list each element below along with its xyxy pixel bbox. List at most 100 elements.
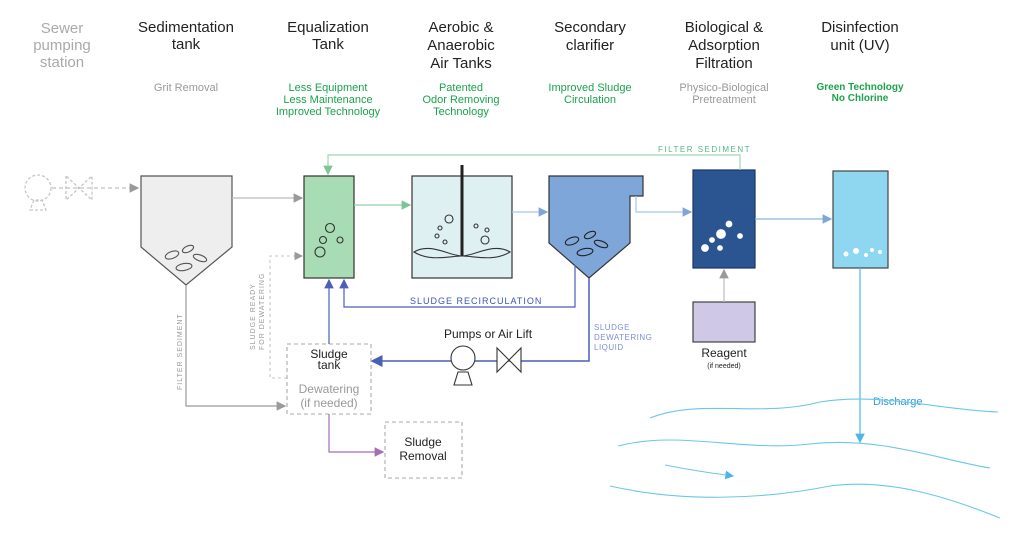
stage-title-line: station — [40, 54, 84, 71]
pump-icon — [450, 345, 476, 386]
stage-subtitle: Less Equipment — [289, 82, 368, 94]
stage-subtitle: Odor Removing — [422, 94, 499, 106]
svg-text:Odor Removing: Odor Removing — [422, 94, 499, 106]
svg-text:clarifier: clarifier — [566, 37, 614, 54]
valve-icon — [496, 346, 522, 374]
sludge-dewatering-label: DEWATERING — [594, 333, 652, 342]
stage-subtitle: Technology — [433, 106, 489, 118]
stage-header-equalization: Equalization Tank Less Equipment Less Ma… — [276, 19, 381, 118]
stage-header-secondary: Secondary clarifier Improved Sludge Circ… — [548, 19, 631, 106]
stage-header-biological: Biological & Adsorption Filtration Physi… — [679, 19, 768, 106]
equalization-tank — [303, 175, 355, 279]
sewer-pump-icon — [24, 174, 52, 211]
stage-subtitle: Circulation — [564, 94, 616, 106]
biological-filter — [692, 169, 756, 269]
stage-subtitle: Green Technology — [816, 82, 903, 93]
stage-title-line: Adsorption — [688, 37, 760, 54]
svg-text:Aerobic &: Aerobic & — [428, 19, 493, 36]
filter-sediment-top-line — [323, 154, 741, 176]
svg-text:unit (UV): unit (UV) — [830, 37, 889, 54]
sewer-valve-icon — [65, 174, 93, 202]
dewatering-label: (if needed) — [300, 396, 357, 410]
pumps-label: Pumps or Air Lift — [444, 327, 533, 341]
sludge-particles-icon — [564, 230, 609, 257]
stage-subtitle: Patented — [439, 82, 483, 94]
stage-title-line: Biological & — [685, 19, 763, 36]
stage-subtitle: Physico-Biological — [679, 82, 768, 94]
sludge-tank-box — [286, 343, 372, 415]
sludge-recirculation-label: SLUDGE RECIRCULATION — [410, 296, 542, 306]
stage-header-sewer: Sewer pumping station — [33, 20, 91, 71]
stage-title-line: Air Tanks — [430, 55, 491, 72]
stage-title-line: Aerobic & — [428, 19, 493, 36]
sludge-tank-label: tank — [318, 358, 342, 372]
svg-text:Adsorption: Adsorption — [688, 37, 760, 54]
filter-sediment-top-label: FILTER SEDIMENT — [658, 145, 751, 154]
sludge-removal-box — [384, 421, 463, 479]
svg-text:Technology: Technology — [433, 106, 489, 118]
stage-subtitle: Improved Technology — [276, 106, 381, 118]
svg-text:Secondary: Secondary — [554, 19, 626, 36]
svg-text:Less Equipment: Less Equipment — [289, 82, 368, 94]
reagent-note: (if needed) — [707, 363, 740, 370]
svg-text:tank: tank — [172, 36, 201, 53]
sludge-removal-label: Sludge — [404, 435, 442, 449]
svg-text:Filtration: Filtration — [695, 55, 753, 72]
receiving-water-waves — [609, 398, 1001, 519]
svg-text:Biological &: Biological & — [685, 19, 763, 36]
bubbles-icon — [843, 248, 882, 257]
bubbles-icon — [314, 222, 344, 258]
sludge-dewatering-label: LIQUID — [594, 343, 624, 352]
svg-text:Improved Technology: Improved Technology — [276, 106, 381, 118]
svg-text:Tank: Tank — [312, 36, 344, 53]
stage-title-line: tank — [172, 36, 201, 53]
svg-text:Sedimentation: Sedimentation — [138, 19, 234, 36]
stage-title-line: Tank — [312, 36, 344, 53]
svg-text:No Chlorine: No Chlorine — [832, 93, 889, 104]
stage-subtitle: No Chlorine — [832, 93, 889, 104]
svg-text:Disinfection: Disinfection — [821, 19, 899, 36]
svg-text:station: station — [40, 54, 84, 71]
sludge-dewatering-label: SLUDGE — [594, 323, 630, 332]
svg-text:Pretreatment: Pretreatment — [692, 94, 756, 106]
stage-title-line: Equalization — [287, 19, 369, 36]
discharge-label: Discharge — [873, 396, 923, 408]
dewatering-label: Dewatering — [299, 382, 360, 396]
filter-sediment-side-line — [185, 285, 287, 411]
stage-title-line: Sewer — [41, 20, 84, 37]
sludge-removal-line — [328, 414, 385, 457]
sedimentation-tank — [140, 175, 233, 286]
stage-title-line: Secondary — [554, 19, 626, 36]
sludge-recirculation-line — [339, 265, 576, 308]
svg-text:Less Maintenance: Less Maintenance — [283, 94, 372, 106]
flow-line — [635, 196, 693, 217]
reagent-label: Reagent — [701, 346, 747, 360]
svg-text:pumping: pumping — [33, 37, 91, 54]
stage-title-line: pumping — [33, 37, 91, 54]
stage-subtitle: Less Maintenance — [283, 94, 372, 106]
svg-text:Anaerobic: Anaerobic — [427, 37, 495, 54]
stage-subtitle: Improved Sludge — [548, 82, 631, 94]
stage-title-line: Anaerobic — [427, 37, 495, 54]
svg-text:Circulation: Circulation — [564, 94, 616, 106]
sludge-ready-line — [269, 251, 304, 379]
reagent-tank — [692, 301, 756, 343]
stage-subtitle: Grit Removal — [154, 82, 218, 94]
sludge-dewatering-line — [370, 278, 590, 367]
secondary-clarifier — [548, 175, 644, 279]
svg-text:Green Technology: Green Technology — [816, 82, 903, 93]
sludge-tank-label: Sludge — [310, 347, 348, 361]
stage-header-aerobic: Aerobic & Anaerobic Air Tanks Patented O… — [422, 19, 499, 118]
stage-title-line: unit (UV) — [830, 37, 889, 54]
grit-particles-icon — [164, 244, 208, 272]
stage-subtitle: Pretreatment — [692, 94, 756, 106]
bubbles-icon — [434, 214, 490, 245]
stage-title-line: Sedimentation — [138, 19, 234, 36]
svg-text:Air Tanks: Air Tanks — [430, 55, 491, 72]
bubbles-icon — [701, 220, 743, 252]
svg-text:Grit Removal: Grit Removal — [154, 82, 218, 94]
filter-sediment-side-label: FILTER SEDIMENT — [177, 313, 184, 390]
stage-header-disinfection: Disinfection unit (UV) Green Technology … — [816, 19, 903, 104]
